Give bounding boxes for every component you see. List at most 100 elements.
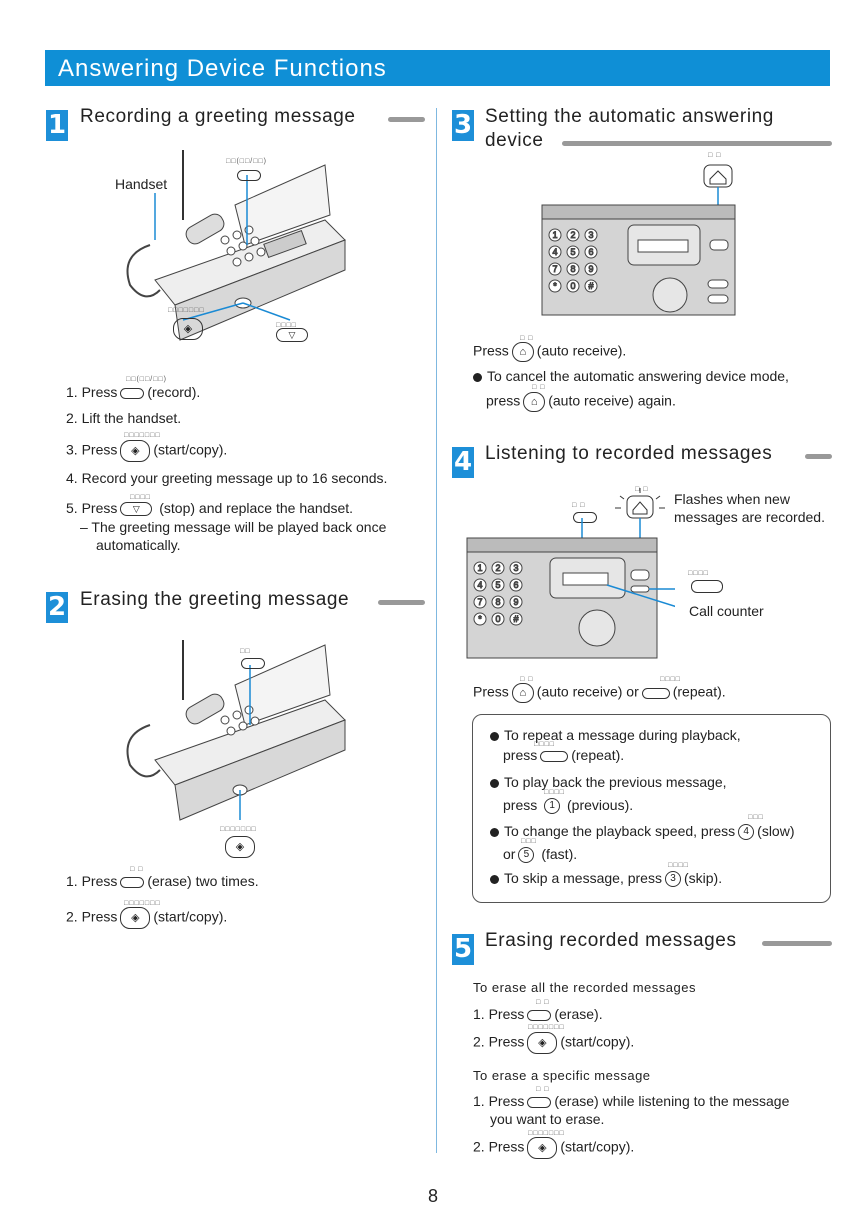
section-1-number: 1 <box>46 110 68 141</box>
erase-button[interactable] <box>241 658 265 669</box>
playback-tips-box <box>472 714 831 903</box>
key-3-icon: 3 <box>664 871 681 888</box>
svg-text:6: 6 <box>513 580 518 590</box>
svg-text:1: 1 <box>552 230 557 240</box>
auto-receive-icon-2: ⌂ <box>511 683 534 703</box>
svg-text:8: 8 <box>495 597 500 607</box>
svg-text:*: * <box>553 281 557 291</box>
svg-text:2: 2 <box>495 563 500 573</box>
section-banner: Answering Device Functions <box>45 50 830 86</box>
section-3-number: 3 <box>452 110 474 141</box>
fax-machine-illustration-2 <box>126 640 346 821</box>
start-copy-icon-s5-b: ◈ <box>527 1137 558 1159</box>
section-2-number: 2 <box>46 592 68 623</box>
svg-text:4: 4 <box>552 247 557 257</box>
erase-button-s5-b <box>527 1096 552 1108</box>
svg-text:0: 0 <box>495 614 500 624</box>
stop-icon-inline: ▽ <box>120 502 153 517</box>
s2-step1: 1. Press(erase) two times. <box>66 873 259 889</box>
section-4-title: Listening to recorded messages <box>485 443 773 464</box>
s1-step2: 2. Lift the handset. <box>66 410 182 426</box>
record-button-inline <box>120 387 145 399</box>
control-panel-illustration-2: 1 2 3 4 5 6 7 8 9 * 0 # <box>466 488 675 659</box>
s5-specific-step1: 1. Press(erase) while listening to the m… <box>473 1093 790 1109</box>
section-4-number: 4 <box>452 447 474 478</box>
repeat-button-inline <box>641 687 670 699</box>
control-panel-illustration-1: 1 2 3 4 5 6 7 8 9 * 0 # <box>541 164 736 316</box>
s1-step5: 5. Press▽ (stop) and replace the handset… <box>66 500 354 517</box>
section-1-title: Recording a greeting message <box>80 106 356 127</box>
s3-instruction: Press⌂(auto receive). <box>473 342 626 362</box>
section-2-rule <box>378 600 425 605</box>
s1-step1: 1. Press(record). <box>66 384 201 400</box>
banner-title: Answering Device Functions <box>58 55 387 82</box>
fax-machine-illustration-1 <box>126 150 346 341</box>
column-divider <box>436 108 437 1153</box>
start-copy-icon-s5-a: ◈ <box>527 1032 558 1054</box>
section-5-title: Erasing recorded messages <box>485 930 737 951</box>
section-5-number: 5 <box>452 934 474 965</box>
s4-instruction: Press⌂(auto receive) or(repeat). <box>473 683 726 703</box>
section-4-rule <box>805 454 832 459</box>
svg-text:9: 9 <box>588 264 593 274</box>
s5-all-step2: 2. Press◈(start/copy). <box>473 1032 634 1054</box>
s1-step3: 3. Press◈(start/copy). <box>66 440 227 462</box>
start-copy-icon-inline: ◈ <box>120 440 151 462</box>
svg-text:3: 3 <box>588 230 593 240</box>
s5-specific-step2: 2. Press◈(start/copy). <box>473 1137 634 1159</box>
svg-text:7: 7 <box>552 264 557 274</box>
stop-icon[interactable]: ▽ <box>276 328 308 342</box>
tip-2-line2: press 1 (previous). <box>503 797 634 815</box>
svg-text:1: 1 <box>477 563 482 573</box>
svg-text:9: 9 <box>513 597 518 607</box>
key-5-icon: 5 <box>518 847 535 864</box>
svg-text:#: # <box>513 614 518 624</box>
svg-text:#: # <box>588 281 593 291</box>
stop-label-tiny: □□□□ <box>276 322 297 329</box>
page-number: 8 <box>428 1186 439 1206</box>
section-3-title-line1: Setting the automatic answering <box>485 106 774 127</box>
tip-1-line1: To repeat a message during playback, <box>490 727 741 743</box>
s1-note-line2: automatically. <box>96 537 181 553</box>
auto-receive-icon: ⌂ <box>511 342 534 362</box>
section-3-title-line2: device <box>485 130 544 151</box>
key-1-icon: 1 <box>544 798 561 815</box>
repeat-button-panel[interactable] <box>691 580 723 593</box>
s5-all-step1: 1. Press(erase). <box>473 1006 603 1022</box>
erase-button-s5-a <box>527 1009 552 1021</box>
s2-step2: 2. Press◈(start/copy). <box>66 907 227 929</box>
erase-specific-heading: To erase a specific message <box>473 1068 651 1083</box>
svg-text:4: 4 <box>477 580 482 590</box>
svg-text:6: 6 <box>588 247 593 257</box>
s1-note-line1: – The greeting message will be played ba… <box>80 519 387 535</box>
svg-text:5: 5 <box>495 580 500 590</box>
s5-specific-step1-line2: you want to erase. <box>490 1111 605 1127</box>
start-copy-icon[interactable]: ◈ <box>173 318 203 340</box>
key-4-icon: 4 <box>738 824 755 841</box>
svg-text:3: 3 <box>513 563 518 573</box>
start-copy-icon-inline-2: ◈ <box>120 907 151 929</box>
section-3-rule <box>562 141 832 146</box>
record-label-tiny: □□(□□/□□) <box>226 158 267 165</box>
s3-cancel-line2: press⌂(auto receive) again. <box>486 392 676 412</box>
handset-callout: Handset <box>115 176 168 192</box>
svg-text:7: 7 <box>477 597 482 607</box>
flash-note-line1: Flashes when new <box>674 491 790 507</box>
repeat-button-tip <box>540 750 569 762</box>
flash-note-line2: messages are recorded. <box>674 509 825 525</box>
start-copy-icon-2[interactable]: ◈ <box>225 836 255 858</box>
call-counter-callout: Call counter <box>689 603 764 619</box>
erase-all-heading: To erase all the recorded messages <box>473 980 696 995</box>
section-2-title: Erasing the greeting message <box>80 589 350 610</box>
start-copy-label-tiny: □□□□□□□ <box>168 307 205 314</box>
svg-text:0: 0 <box>570 281 575 291</box>
svg-text:5: 5 <box>570 247 575 257</box>
s1-step4: 4. Record your greeting message up to 16… <box>66 470 388 486</box>
s3-cancel-line1: To cancel the automatic answering device… <box>473 368 789 384</box>
record-button[interactable] <box>237 170 261 181</box>
svg-text:*: * <box>478 614 482 624</box>
erase-button-panel[interactable] <box>573 512 597 523</box>
